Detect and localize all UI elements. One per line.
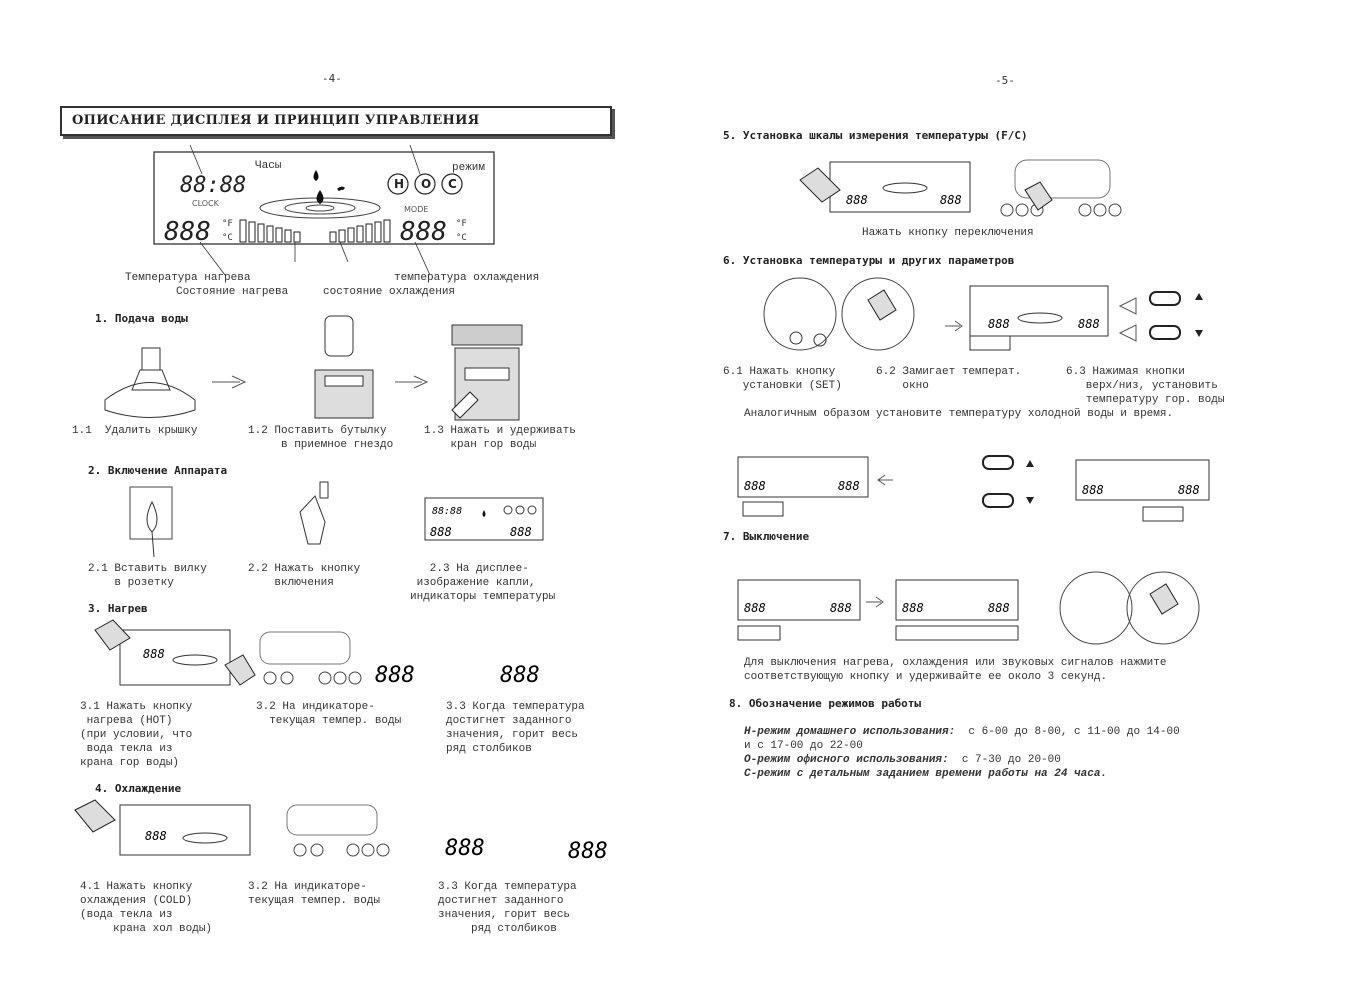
- mode-label: режим: [452, 162, 486, 174]
- svg-text:888: 888: [375, 663, 415, 688]
- caption-2-3: 2.3 На дисплее- изображение капли, индик…: [410, 563, 556, 603]
- caption-1-3: 1.3 Нажать и удерживать кран гор воды: [424, 425, 576, 451]
- section-title-box: ОПИСАНИЕ ДИСПЛЕЯ И ПРИНЦИП УПРАВЛЕНИЯ: [60, 106, 612, 136]
- svg-text:888: 888: [510, 525, 532, 539]
- svg-text:888: 888: [846, 193, 868, 207]
- svg-text:888: 888: [940, 193, 962, 207]
- caption-5: Нажать кнопку переключения: [862, 227, 1034, 239]
- svg-text:88:88: 88:88: [432, 506, 462, 517]
- svg-text:888: 888: [430, 525, 452, 539]
- caption-3-1: 3.1 Нажать кнопку нагрева (HOT) (при усл…: [80, 701, 193, 769]
- page-number-left: -4-: [322, 72, 342, 85]
- mode-c-label: С-режим с детальным заданием времени раб…: [744, 768, 1108, 780]
- mode-o-text: с 7-30 до 20-00: [948, 754, 1061, 766]
- svg-text:888: 888: [988, 317, 1010, 331]
- svg-text:°C: °C: [456, 233, 467, 243]
- caption-6-2: 6.2 Замигает температ. окно: [876, 366, 1022, 392]
- mode-h-text: с 6-00 до 8-00, с 11-00 до 14-00: [955, 726, 1180, 738]
- svg-text:888: 888: [164, 217, 211, 247]
- caption-4-2: 3.2 На индикаторе- текущая темпер. воды: [248, 881, 381, 907]
- svg-text:888: 888: [1082, 483, 1104, 497]
- clock-label: Часы: [255, 160, 282, 172]
- svg-text:°F: °F: [222, 219, 233, 229]
- section-3-heading: 3. Нагрев: [88, 602, 148, 615]
- section-2-illustrations: 88:88 888 888: [129, 481, 544, 558]
- svg-text:888: 888: [1078, 317, 1100, 331]
- callout-heat-state: Состояние нагрева: [176, 286, 289, 298]
- caption-1-1: 1.1 Удалить крышку: [72, 425, 198, 437]
- section-6-illustrations: 888 888: [763, 277, 1203, 351]
- svg-text:888: 888: [500, 663, 540, 688]
- section-2-heading: 2. Включение Аппарата: [88, 464, 228, 477]
- svg-text:888: 888: [143, 647, 165, 661]
- caption-4-3: 3.3 Когда температура достигнет заданног…: [438, 881, 577, 935]
- svg-text:°F: °F: [456, 219, 467, 229]
- section-4-illustrations: 888 888 888: [74, 799, 608, 864]
- mode-o-label: О-режим офисного использования:: [744, 754, 949, 766]
- display-diagram: 88:88 CLOCK MODE 888 888 °F °C °F °C: [153, 144, 495, 276]
- section-6-cold-illustrations: 888 888 888 888: [737, 455, 1210, 522]
- section-5-illustrations: 888 888: [799, 159, 1122, 217]
- svg-text:MODE: MODE: [404, 205, 428, 214]
- svg-text:888: 888: [902, 601, 924, 615]
- svg-text:888: 888: [445, 836, 485, 861]
- caption-1-2: 1.2 Поставить бутылку в приемное гнездо: [248, 425, 394, 451]
- section-3-illustrations: 888 888 888: [94, 619, 540, 688]
- note-7: Для выключения нагрева, охлаждения или з…: [744, 657, 1167, 683]
- mode-h-line: Н-режим домашнего использования: с 6-00 …: [744, 725, 1180, 739]
- mode-button-h: H: [394, 177, 405, 191]
- section-1-illustrations: [104, 315, 523, 421]
- caption-6-1: 6.1 Нажать кнопку установки (SET): [723, 366, 842, 392]
- section-7-illustrations: 888 888 888 888: [737, 571, 1200, 645]
- mode-h-label: Н-режим домашнего использования:: [744, 726, 956, 738]
- caption-2-2: 2.2 Нажать кнопку включения: [248, 563, 361, 589]
- section-8-heading: 8. Обозначение режимов работы: [729, 697, 922, 710]
- mode-o-line: О-режим офисного использования: с 7-30 д…: [744, 753, 1061, 767]
- svg-text:°C: °C: [222, 233, 233, 243]
- mode-button-c: C: [448, 177, 457, 191]
- mode-button-o: O: [421, 177, 432, 191]
- caption-3-3: 3.3 Когда температура достигнет заданног…: [446, 701, 585, 755]
- svg-text:CLOCK: CLOCK: [192, 199, 220, 208]
- caption-4-1: 4.1 Нажать кнопку охлаждения (COLD) (вод…: [80, 881, 213, 935]
- svg-text:888: 888: [744, 601, 766, 615]
- mode-h-text-2: и с 17-00 до 22-00: [744, 740, 863, 752]
- svg-text:888: 888: [568, 839, 608, 864]
- svg-text:888: 888: [988, 601, 1010, 615]
- caption-2-1: 2.1 Вставить вилку в розетку: [88, 563, 207, 589]
- svg-text:888: 888: [145, 829, 167, 843]
- caption-3-2: 3.2 На индикаторе- текущая темпер. воды: [256, 701, 402, 727]
- caption-6-3: 6.3 Нажимая кнопки верх/низ, установить …: [1066, 366, 1225, 406]
- svg-text:888: 888: [838, 479, 860, 493]
- callout-cool-temp: температура охлаждения: [394, 272, 540, 284]
- section-1-heading: 1. Подача воды: [95, 312, 188, 325]
- section-6-heading: 6. Установка температуры и других параме…: [723, 254, 1015, 267]
- section-4-heading: 4. Охлаждение: [95, 782, 182, 795]
- page-number-right: -5-: [995, 74, 1015, 87]
- section-7-heading: 7. Выключение: [723, 530, 810, 543]
- note-6: Аналогичным образом установите температу…: [744, 408, 1174, 420]
- svg-text:88:88: 88:88: [180, 173, 246, 198]
- callout-cool-state: состояние охлаждения: [323, 286, 456, 298]
- svg-text:888: 888: [744, 479, 766, 493]
- section-5-heading: 5. Установка шкалы измерения температуры…: [723, 129, 1028, 142]
- svg-text:888: 888: [1178, 483, 1200, 497]
- svg-text:888: 888: [830, 601, 852, 615]
- page-title: ОПИСАНИЕ ДИСПЛЕЯ И ПРИНЦИП УПРАВЛЕНИЯ: [72, 113, 480, 128]
- callout-heat-temp: Температура нагрева: [125, 272, 251, 284]
- svg-text:888: 888: [400, 217, 447, 247]
